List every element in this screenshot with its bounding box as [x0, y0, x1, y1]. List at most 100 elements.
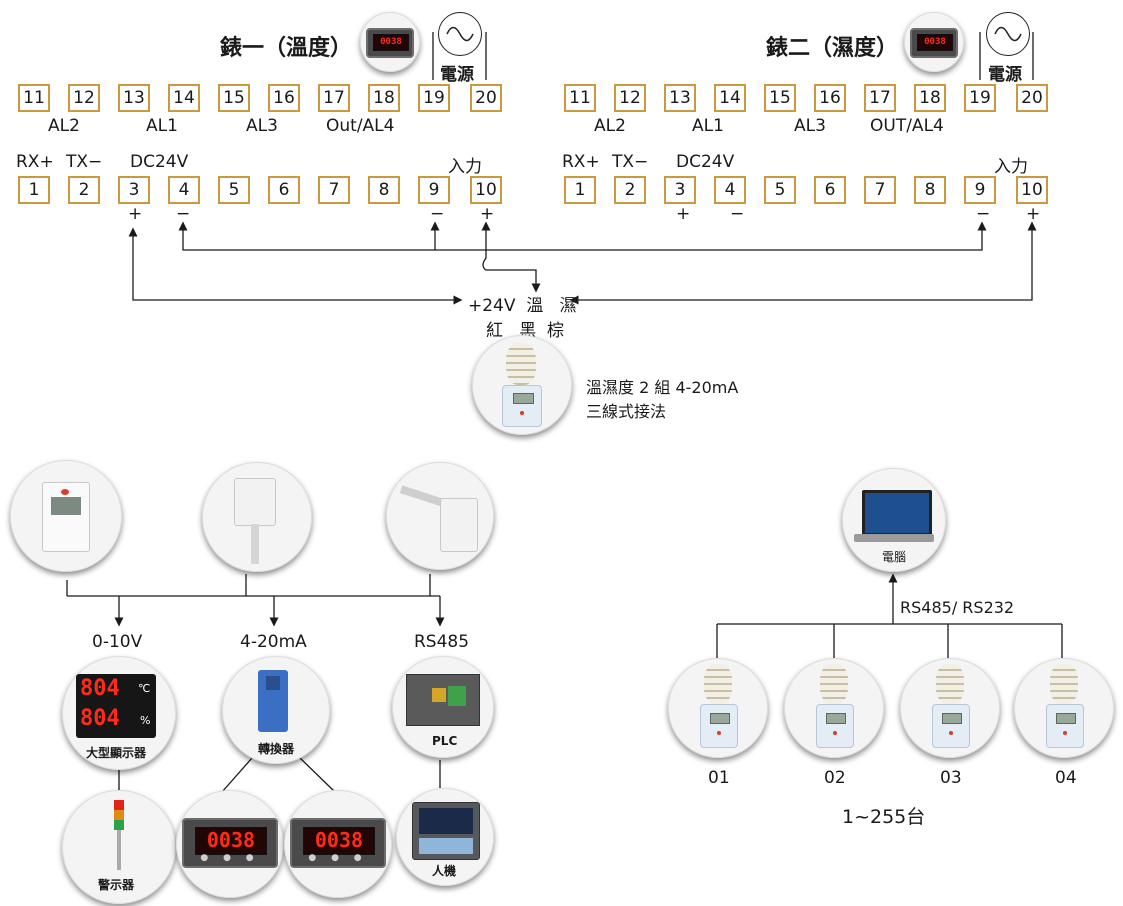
meter1-terminal-18: 18 [368, 84, 400, 112]
sensor-image [472, 335, 572, 435]
output-420ma: 4-20mA [240, 632, 307, 652]
branch [299, 757, 336, 793]
meter2-power-label: 電源 [988, 65, 1022, 85]
big-display-top: 804 [80, 676, 120, 701]
meter2-group-al1: AL1 [692, 116, 724, 136]
meter1-pol-3: + [128, 204, 143, 224]
big-display-bottom: 804 [80, 706, 120, 731]
panel-meter-icon: 0038 [910, 28, 958, 58]
node-sensor-4 [1014, 658, 1114, 758]
meter1-terminal-5: 5 [218, 176, 250, 204]
meter2-title: 錶二（濕度） [766, 36, 899, 61]
meter2-terminal-13: 13 [664, 84, 696, 112]
node-label-01: 01 [708, 768, 730, 788]
meter2-pol-4: − [730, 204, 745, 224]
panel-meter-icon: 0038 ● ● ● [290, 818, 386, 868]
meter2-terminal-7: 7 [864, 176, 896, 204]
unit-celsius: ℃ [138, 682, 151, 695]
meter1-terminal-8: 8 [368, 176, 400, 204]
meter2-terminal-11: 11 [564, 84, 596, 112]
unit-percent: % [140, 714, 151, 727]
meter1-terminal-16: 16 [268, 84, 300, 112]
big-display-label: 大型顯示器 [86, 746, 147, 760]
panel-meter-icon: 0038 ● ● ● [182, 818, 278, 868]
node-range-label: 1~255台 [842, 806, 926, 828]
meter1-terminal-6: 6 [268, 176, 300, 204]
meter2-pol-9: − [976, 204, 991, 224]
output-rs485: RS485 [414, 632, 470, 652]
meter2-terminal-1: 1 [564, 176, 596, 204]
big-display-image: 804 ℃ 804 % 大型顯示器 [62, 656, 176, 770]
meter2-tx-label: TX− [612, 152, 649, 172]
panel-meter-image-2: 0038 ● ● ● [284, 790, 392, 898]
meter2-group-al3: AL3 [794, 116, 826, 136]
output-010v: 0-10V [92, 632, 143, 652]
meter2-terminal-3: 3 [664, 176, 696, 204]
node-sensor-3 [900, 658, 1000, 758]
node-label-02: 02 [824, 768, 846, 788]
meter1-terminal-3: 3 [118, 176, 150, 204]
meter1-terminal-9: 9 [418, 176, 450, 204]
meter1-title: 錶一（溫度） [220, 36, 353, 61]
meter2-terminal-18: 18 [914, 84, 946, 112]
meter2-terminal-16: 16 [814, 84, 846, 112]
wire-humidity [569, 221, 1037, 305]
meter1-terminal-13: 13 [118, 84, 150, 112]
meter2-pol-10: + [1026, 204, 1041, 224]
meter1-image: 0038 [360, 12, 420, 72]
meter1-terminal-20: 20 [470, 84, 502, 112]
meter1-group-al2: AL2 [48, 116, 80, 136]
meter1-group-al1: AL1 [146, 116, 178, 136]
wire-negative [178, 221, 987, 251]
meter2-terminal-8: 8 [914, 176, 946, 204]
meter1-terminal-1: 1 [18, 176, 50, 204]
node-label-04: 04 [1055, 768, 1077, 788]
duct-sensor-image [386, 462, 494, 570]
wire-plus24v [128, 227, 463, 305]
meter1-terminal-7: 7 [318, 176, 350, 204]
meter1-terminal-4: 4 [168, 176, 200, 204]
wire-label-line1: +24V 溫 濕 [468, 296, 577, 316]
sensor-note-line2: 三線式接法 [586, 402, 667, 421]
wire-temp [481, 221, 541, 293]
meter2-rx-label: RX+ [562, 152, 600, 172]
meter2-terminal-17: 17 [864, 84, 896, 112]
meter2-terminal-6: 6 [814, 176, 846, 204]
meter1-dc-label: DC24V [130, 152, 189, 172]
meter2-dc-label: DC24V [676, 152, 735, 172]
meter1-terminal-17: 17 [318, 84, 350, 112]
meter2-terminal-9: 9 [964, 176, 996, 204]
wall-sensor-image [10, 460, 122, 572]
computer-image: 電腦 [842, 468, 946, 572]
meter2-input-label: 入力 [994, 157, 1028, 177]
sensor-note-line1: 溫濕度 2 組 4-20mA [586, 378, 739, 397]
hmi-image: 人機 [396, 788, 494, 886]
meter1-terminal-12: 12 [68, 84, 100, 112]
meter1-group-al3: AL3 [246, 116, 278, 136]
meter1-pol-4: − [176, 204, 191, 224]
meter2-terminal-4: 4 [714, 176, 746, 204]
node-sensor-1 [668, 658, 768, 758]
probe-sensor-image [202, 462, 312, 572]
meter1-terminal-2: 2 [68, 176, 100, 204]
meter1-terminal-11: 11 [18, 84, 50, 112]
meter2-terminal-12: 12 [614, 84, 646, 112]
meter1-pol-10: + [480, 204, 495, 224]
meter1-terminal-14: 14 [168, 84, 200, 112]
panel-meter-icon: 0038 [366, 28, 414, 58]
meter2-terminal-2: 2 [614, 176, 646, 204]
meter2-terminal-14: 14 [714, 84, 746, 112]
meter1-tx-label: TX− [66, 152, 103, 172]
meter1-power-label: 電源 [440, 65, 474, 85]
branch [221, 757, 253, 793]
meter1-rx-label: RX+ [16, 152, 54, 172]
converter-image: 轉換器 [222, 656, 330, 764]
meter2-group-out: OUT/AL4 [870, 116, 944, 136]
meter1-input-label: 入力 [448, 157, 482, 177]
computer-label: 電腦 [882, 550, 907, 564]
meter1-group-out: Out/AL4 [326, 116, 395, 136]
meter1-terminal-10: 10 [470, 176, 502, 204]
node-label-03: 03 [940, 768, 962, 788]
meter2-terminal-15: 15 [764, 84, 796, 112]
